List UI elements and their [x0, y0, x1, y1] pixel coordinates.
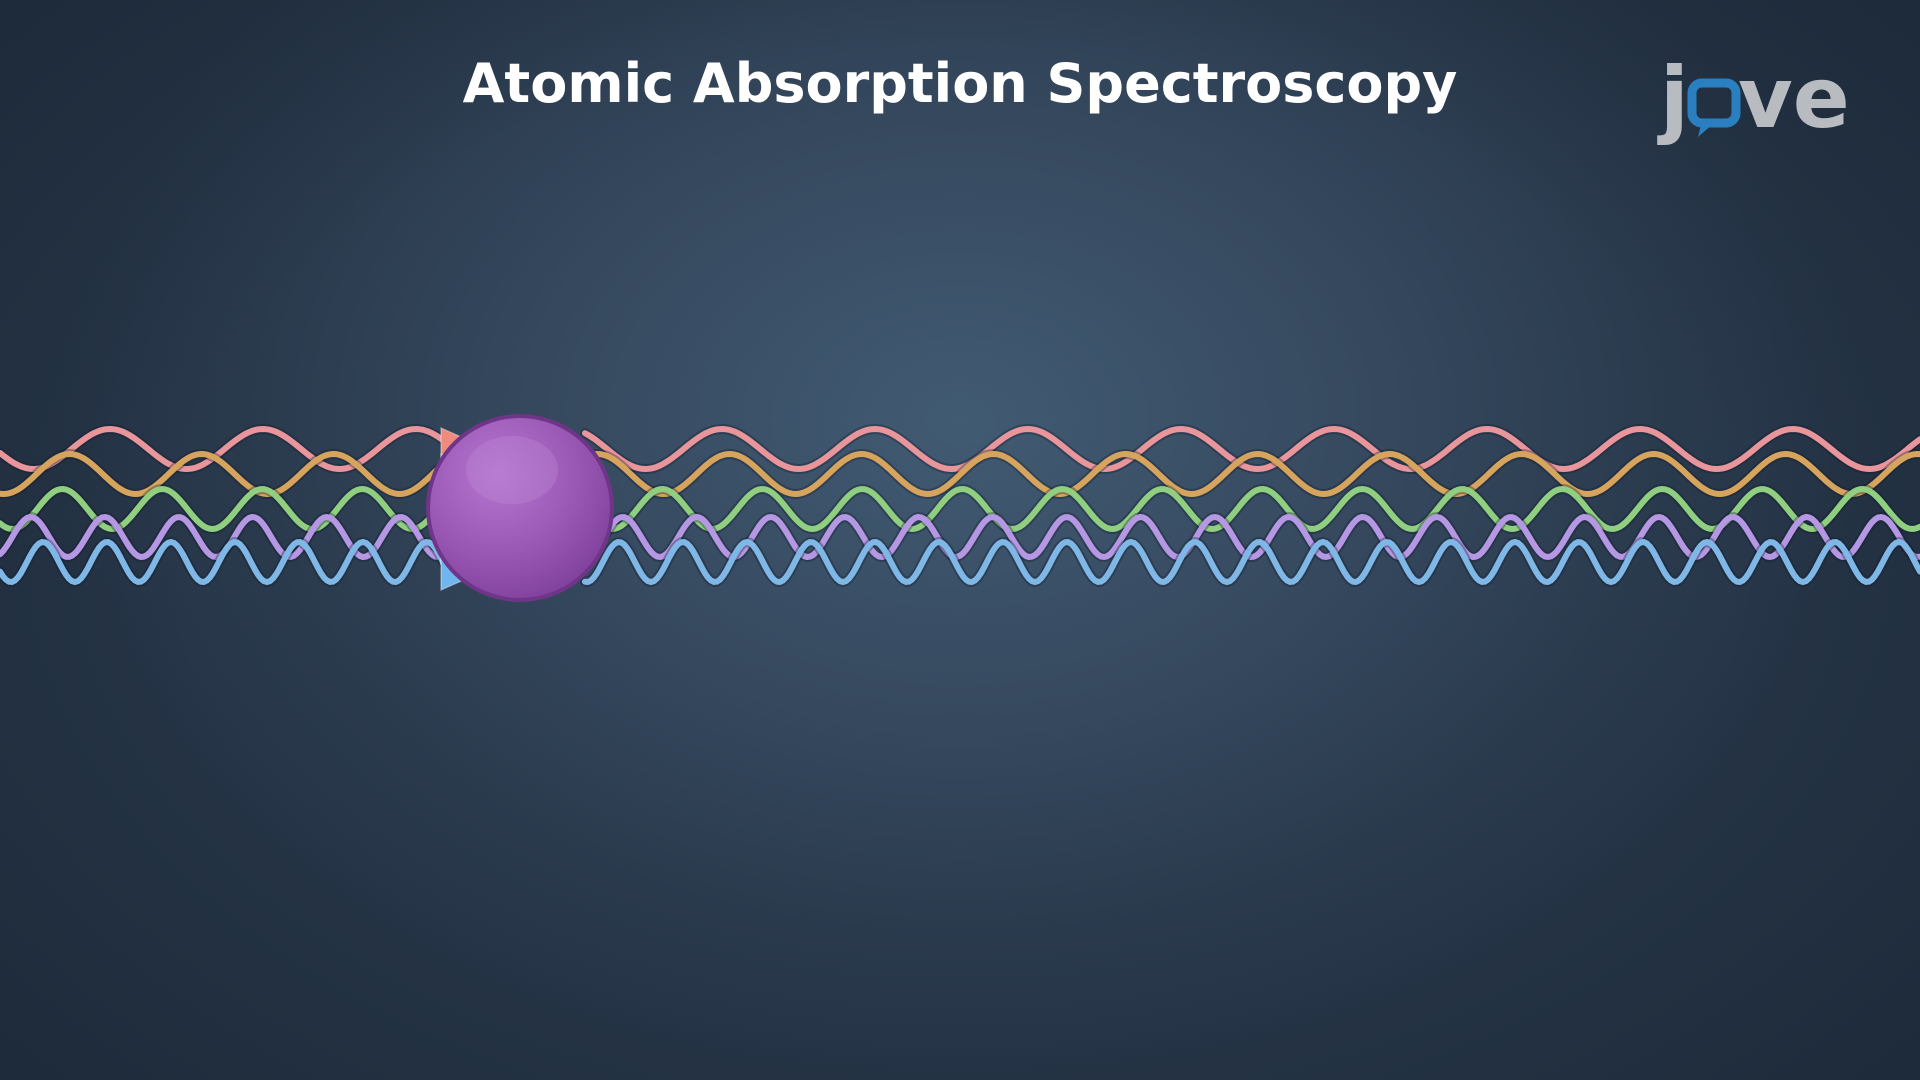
logo-letters-ve: ve — [1738, 55, 1850, 147]
incoming-wave-2 — [0, 450, 447, 498]
transmitted-wave-4 — [582, 513, 1920, 561]
speech-bubble-icon — [1687, 78, 1741, 137]
slide-title: Atomic Absorption Spectroscopy — [462, 52, 1458, 115]
transmitted-wave-3 — [582, 485, 1920, 533]
atom — [426, 414, 614, 602]
transmitted-wave-5 — [582, 538, 1920, 586]
transmitted-wave-1 — [582, 425, 1920, 473]
incoming-wave-1 — [0, 425, 447, 473]
atom-highlight — [466, 436, 558, 504]
incoming-wave-5 — [0, 538, 447, 586]
jove-logo: j ve — [1657, 55, 1850, 147]
incoming-light-waves — [0, 423, 449, 588]
logo-letter-j: j — [1657, 55, 1689, 147]
transmitted-wave-2 — [582, 450, 1920, 498]
incoming-wave-3 — [0, 485, 447, 533]
atom-sphere — [426, 414, 614, 602]
transmitted-light-waves — [580, 423, 1920, 588]
